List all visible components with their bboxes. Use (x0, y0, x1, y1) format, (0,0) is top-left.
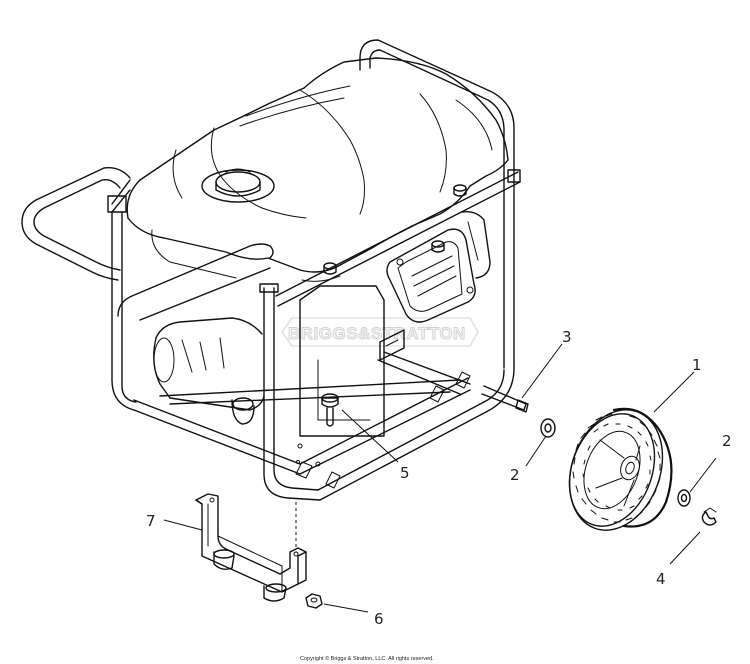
callout-2-left: 2 (510, 466, 520, 484)
callout-3: 3 (562, 328, 572, 346)
retainer-part-4 (669, 507, 717, 565)
wheel-part-1 (568, 371, 695, 531)
frame (21, 39, 521, 501)
callout-6: 6 (374, 610, 384, 628)
callout-2-right: 2 (722, 432, 732, 450)
callout-4: 4 (656, 570, 666, 588)
copyright-notice: Copyright © Briggs & Stratton, LLC. All … (300, 655, 434, 662)
alternator (153, 317, 265, 425)
fuel-tank (126, 57, 509, 282)
nut-part-6 (305, 593, 369, 613)
washer-part-2-left (525, 418, 556, 467)
engine (379, 210, 491, 361)
callout-5: 5 (400, 464, 410, 482)
washer-part-2-right (677, 457, 717, 507)
watermark-text: BRIGGS&STRATTON (288, 324, 466, 343)
control-box (299, 285, 385, 437)
callout-1: 1 (692, 356, 702, 374)
watermark-logo: BRIGGS&STRATTON (281, 317, 479, 347)
callout-7: 7 (146, 512, 156, 530)
axle-part-3 (481, 343, 563, 413)
wheel-tread (572, 413, 661, 523)
tank-bolt (323, 184, 467, 275)
foot-bracket-part-7 (163, 493, 307, 602)
bolt-part-5 (321, 393, 399, 463)
